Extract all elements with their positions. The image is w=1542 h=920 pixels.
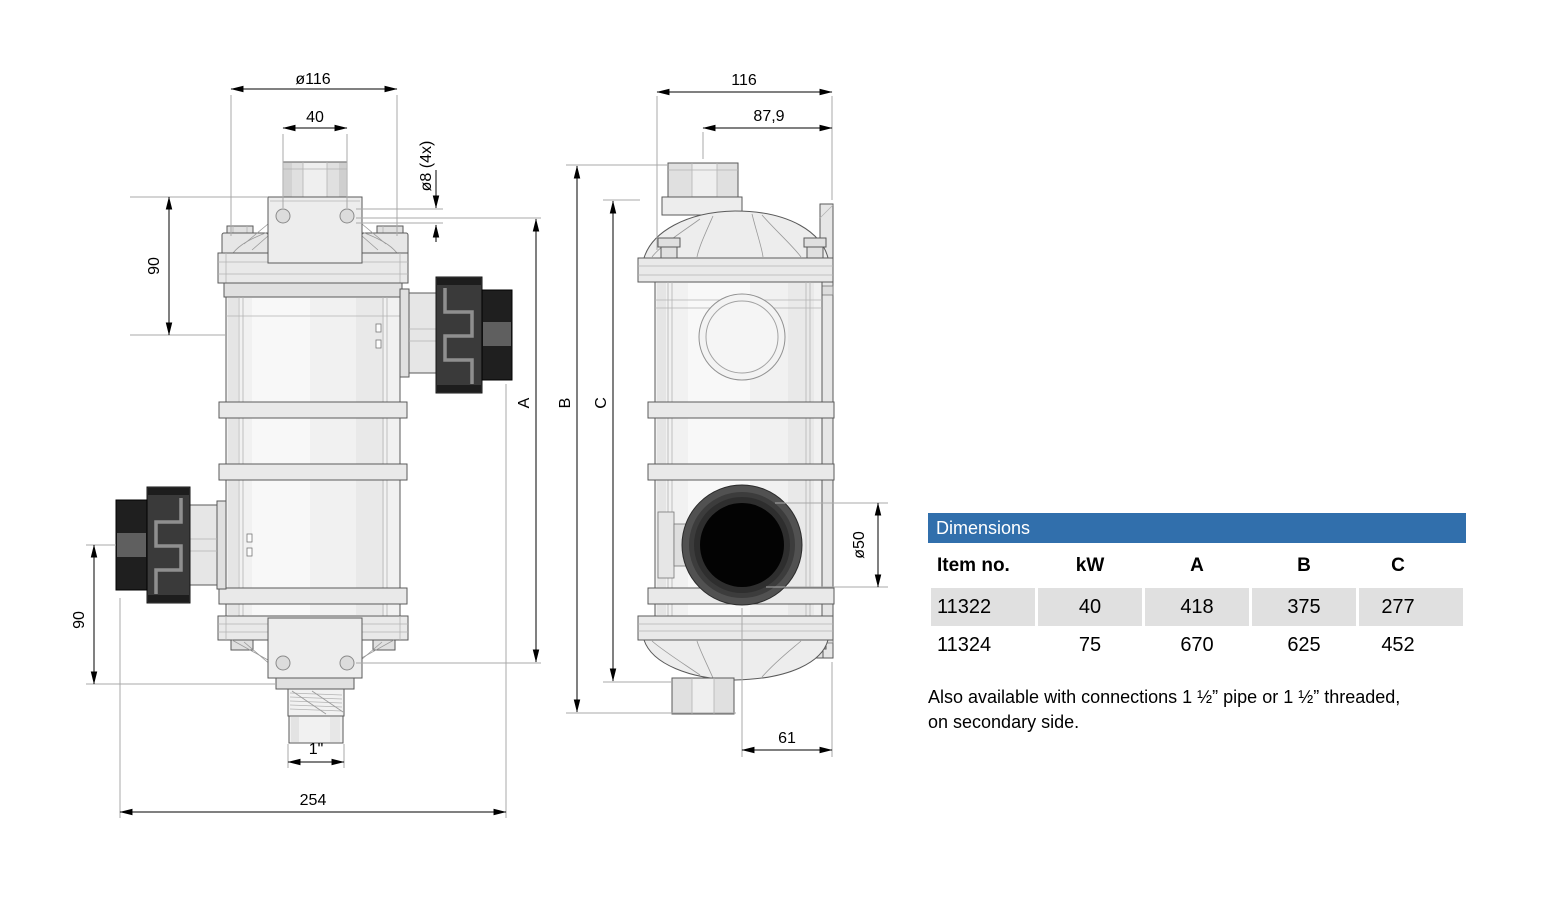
availability-note: Also available with connections 1 ½” pip… xyxy=(928,685,1503,735)
table-title-bar: Dimensions xyxy=(928,513,1466,543)
cell-c: 452 xyxy=(1381,633,1415,656)
dim-label-plug-width: 40 xyxy=(306,109,324,126)
lower-union-connection xyxy=(115,486,227,604)
col-header-b: B xyxy=(1297,554,1311,576)
dimensions-table: Item no. kW A B C 11322 40 418 375 277 1… xyxy=(928,543,1466,664)
mount-hole xyxy=(339,208,355,224)
side-view-dimensions: 116 87,9 B C ø50 61 xyxy=(557,72,888,757)
dim-label-axis-to-bracket: 61 xyxy=(778,730,796,747)
technical-drawing: ø116 40 ø8 (4x) 90 90 A 1" xyxy=(71,71,888,818)
col-header-a: A xyxy=(1190,554,1204,576)
top-head-block xyxy=(267,196,363,264)
dim-label-bottom-port-offset: 90 xyxy=(71,611,88,629)
dim-label-b: B xyxy=(557,398,574,409)
top-plug xyxy=(282,161,348,199)
dimensions-table-panel: Dimensions Item no. kW A B C 11322 40 41… xyxy=(928,513,1466,664)
dim-label-flange-diameter: ø116 xyxy=(295,71,330,88)
col-header-c: C xyxy=(1391,554,1405,576)
table-header-row: Item no. kW A B C xyxy=(931,543,1463,588)
cell-b: 625 xyxy=(1287,633,1321,656)
bottom-head-block xyxy=(267,617,363,690)
table-title: Dimensions xyxy=(936,518,1031,538)
cell-b: 375 xyxy=(1252,588,1356,626)
front-view xyxy=(115,161,513,744)
upper-union-connection xyxy=(399,276,513,394)
dim-label-c: C xyxy=(593,397,610,409)
cell-c: 277 xyxy=(1359,588,1463,626)
dim-label-union-diameter: ø50 xyxy=(851,531,868,559)
vessel-body xyxy=(218,296,408,617)
cell-item-no: 11322 xyxy=(931,588,1035,626)
dim-label-depth: 116 xyxy=(731,72,757,89)
side-union-port xyxy=(657,484,803,606)
dim-label-total-width: 254 xyxy=(300,792,327,809)
dim-label-hole-diameter: ø8 (4x) xyxy=(418,141,435,192)
front-view-dimensions: ø116 40 ø8 (4x) 90 90 A 1" xyxy=(71,71,541,818)
cell-item-no: 11324 xyxy=(937,633,992,656)
cell-kw: 75 xyxy=(1078,633,1102,656)
cell-a: 418 xyxy=(1145,588,1249,626)
note-line-2: on secondary side. xyxy=(928,712,1080,732)
cell-kw: 40 xyxy=(1038,588,1142,626)
table-row: 11324 75 670 625 452 xyxy=(931,626,1463,664)
col-header-kw: kW xyxy=(1075,554,1105,576)
side-top-dome xyxy=(637,210,834,283)
mount-hole xyxy=(275,655,291,671)
dim-label-top-port-offset: 90 xyxy=(146,257,163,275)
side-vessel-body xyxy=(647,281,835,617)
table-row: 11322 40 418 375 277 xyxy=(931,588,1463,626)
union-bore xyxy=(700,503,784,587)
col-header-item-no: Item no. xyxy=(937,554,1010,576)
dim-label-a: A xyxy=(516,397,533,408)
cell-a: 670 xyxy=(1180,633,1214,656)
side-top-plug xyxy=(661,162,743,216)
note-line-1: Also available with connections 1 ½” pip… xyxy=(928,687,1401,707)
mount-hole xyxy=(275,208,291,224)
dim-label-port-to-bracket: 87,9 xyxy=(753,108,784,125)
side-view xyxy=(637,162,835,715)
bottom-threaded-stub xyxy=(287,688,345,744)
dim-label-thread-size: 1" xyxy=(309,741,324,758)
mount-hole xyxy=(339,655,355,671)
side-bottom-assembly xyxy=(637,615,834,715)
union-nut xyxy=(146,486,191,604)
